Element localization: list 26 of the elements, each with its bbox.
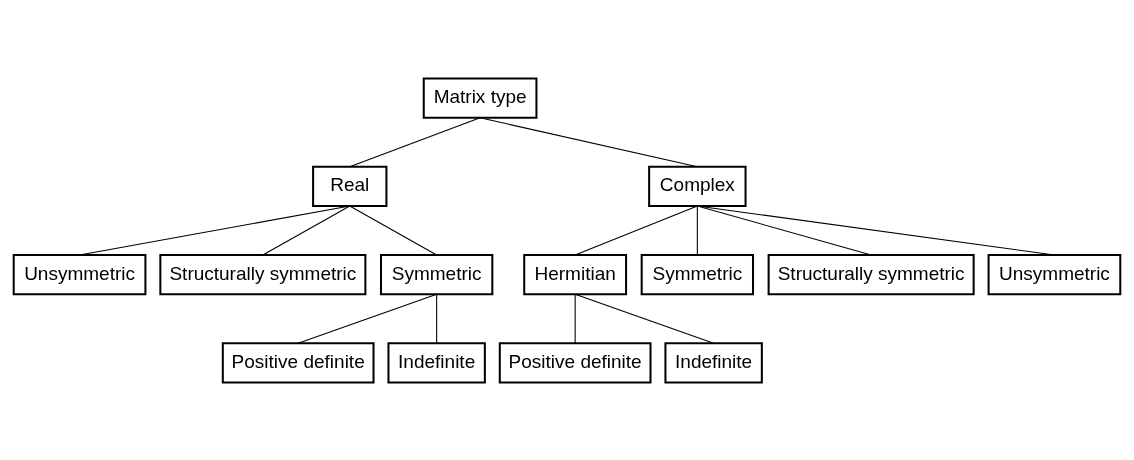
connector xyxy=(262,205,351,255)
node-box: Unsymmetric xyxy=(12,253,147,295)
node-box: Unsymmetric xyxy=(987,253,1122,295)
node-box: Symmetric xyxy=(640,253,755,295)
node-box: Indefinite xyxy=(387,341,486,384)
connector xyxy=(479,116,698,167)
connector xyxy=(297,293,438,344)
connector xyxy=(349,116,481,167)
node-box: Matrix type xyxy=(422,76,538,119)
node-box: Symmetric xyxy=(379,253,494,295)
connector xyxy=(574,205,698,255)
connector xyxy=(79,205,351,255)
connector xyxy=(436,293,438,344)
node-box: Structurally symmetric xyxy=(767,253,975,295)
connector xyxy=(696,205,872,255)
node-box: Indefinite xyxy=(664,341,763,384)
node-box: Structurally symmetric xyxy=(159,253,367,295)
connector xyxy=(349,205,438,255)
connector xyxy=(574,293,576,344)
connector xyxy=(574,293,715,344)
connector xyxy=(696,205,698,255)
node-box: Positive definite xyxy=(221,341,375,384)
node-box: Real xyxy=(312,165,388,207)
node-box: Complex xyxy=(648,165,747,207)
node-box: Hermitian xyxy=(523,253,628,295)
node-box: Positive definite xyxy=(498,341,652,384)
